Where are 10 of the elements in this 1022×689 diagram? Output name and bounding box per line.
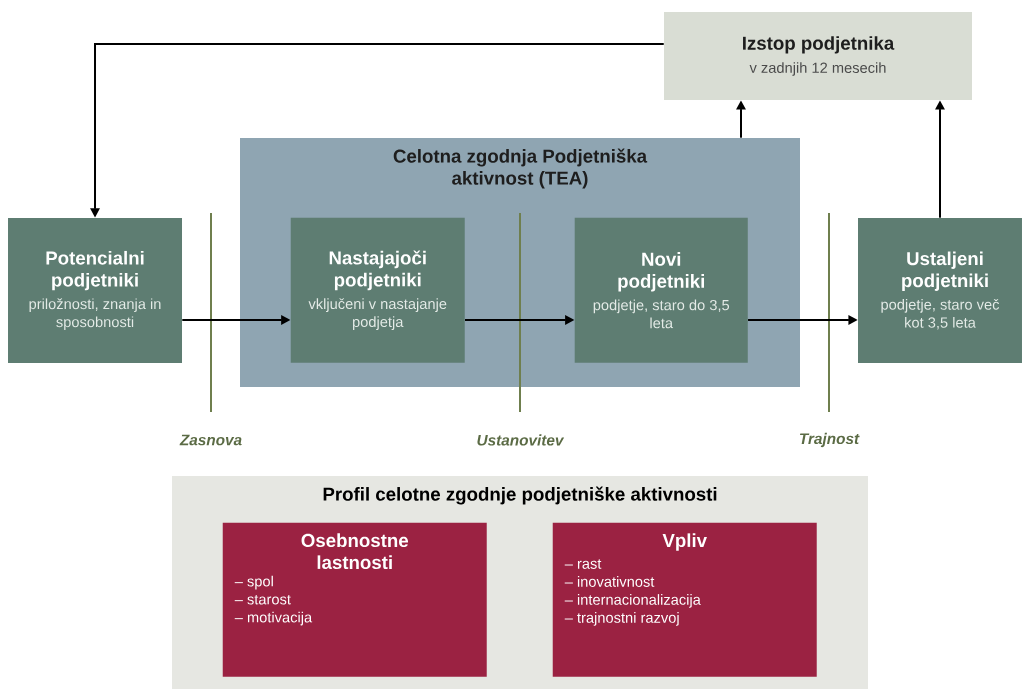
exit-box: Izstop podjetnika v zadnjih 12 mesecih	[664, 12, 972, 100]
stage-label: Zasnova	[179, 434, 242, 446]
stage-box: Nastajajoči podjetniki vključeni v nastajanje podjetja	[290, 217, 465, 363]
stage-box: Ustaljeni podjetniki podjetje, staro več kot 3,5 leta	[858, 217, 1022, 364]
stage-box: Potencialni podjetniki priložnosti, znanja in sposobnosti	[8, 217, 182, 364]
list-box: Osebnostne lastnosti – spol – starost – motivacija	[222, 522, 487, 677]
stage-label: Trajnost	[800, 432, 860, 448]
stage-label: Ustanovitev	[477, 434, 565, 446]
list-box: Vpliv – rast – inovativnost – internacionalizacija – trajnostni razvoj	[552, 522, 817, 677]
stage-box: Novi podjetniki podjetje, staro do 3,5 leta	[574, 217, 748, 363]
